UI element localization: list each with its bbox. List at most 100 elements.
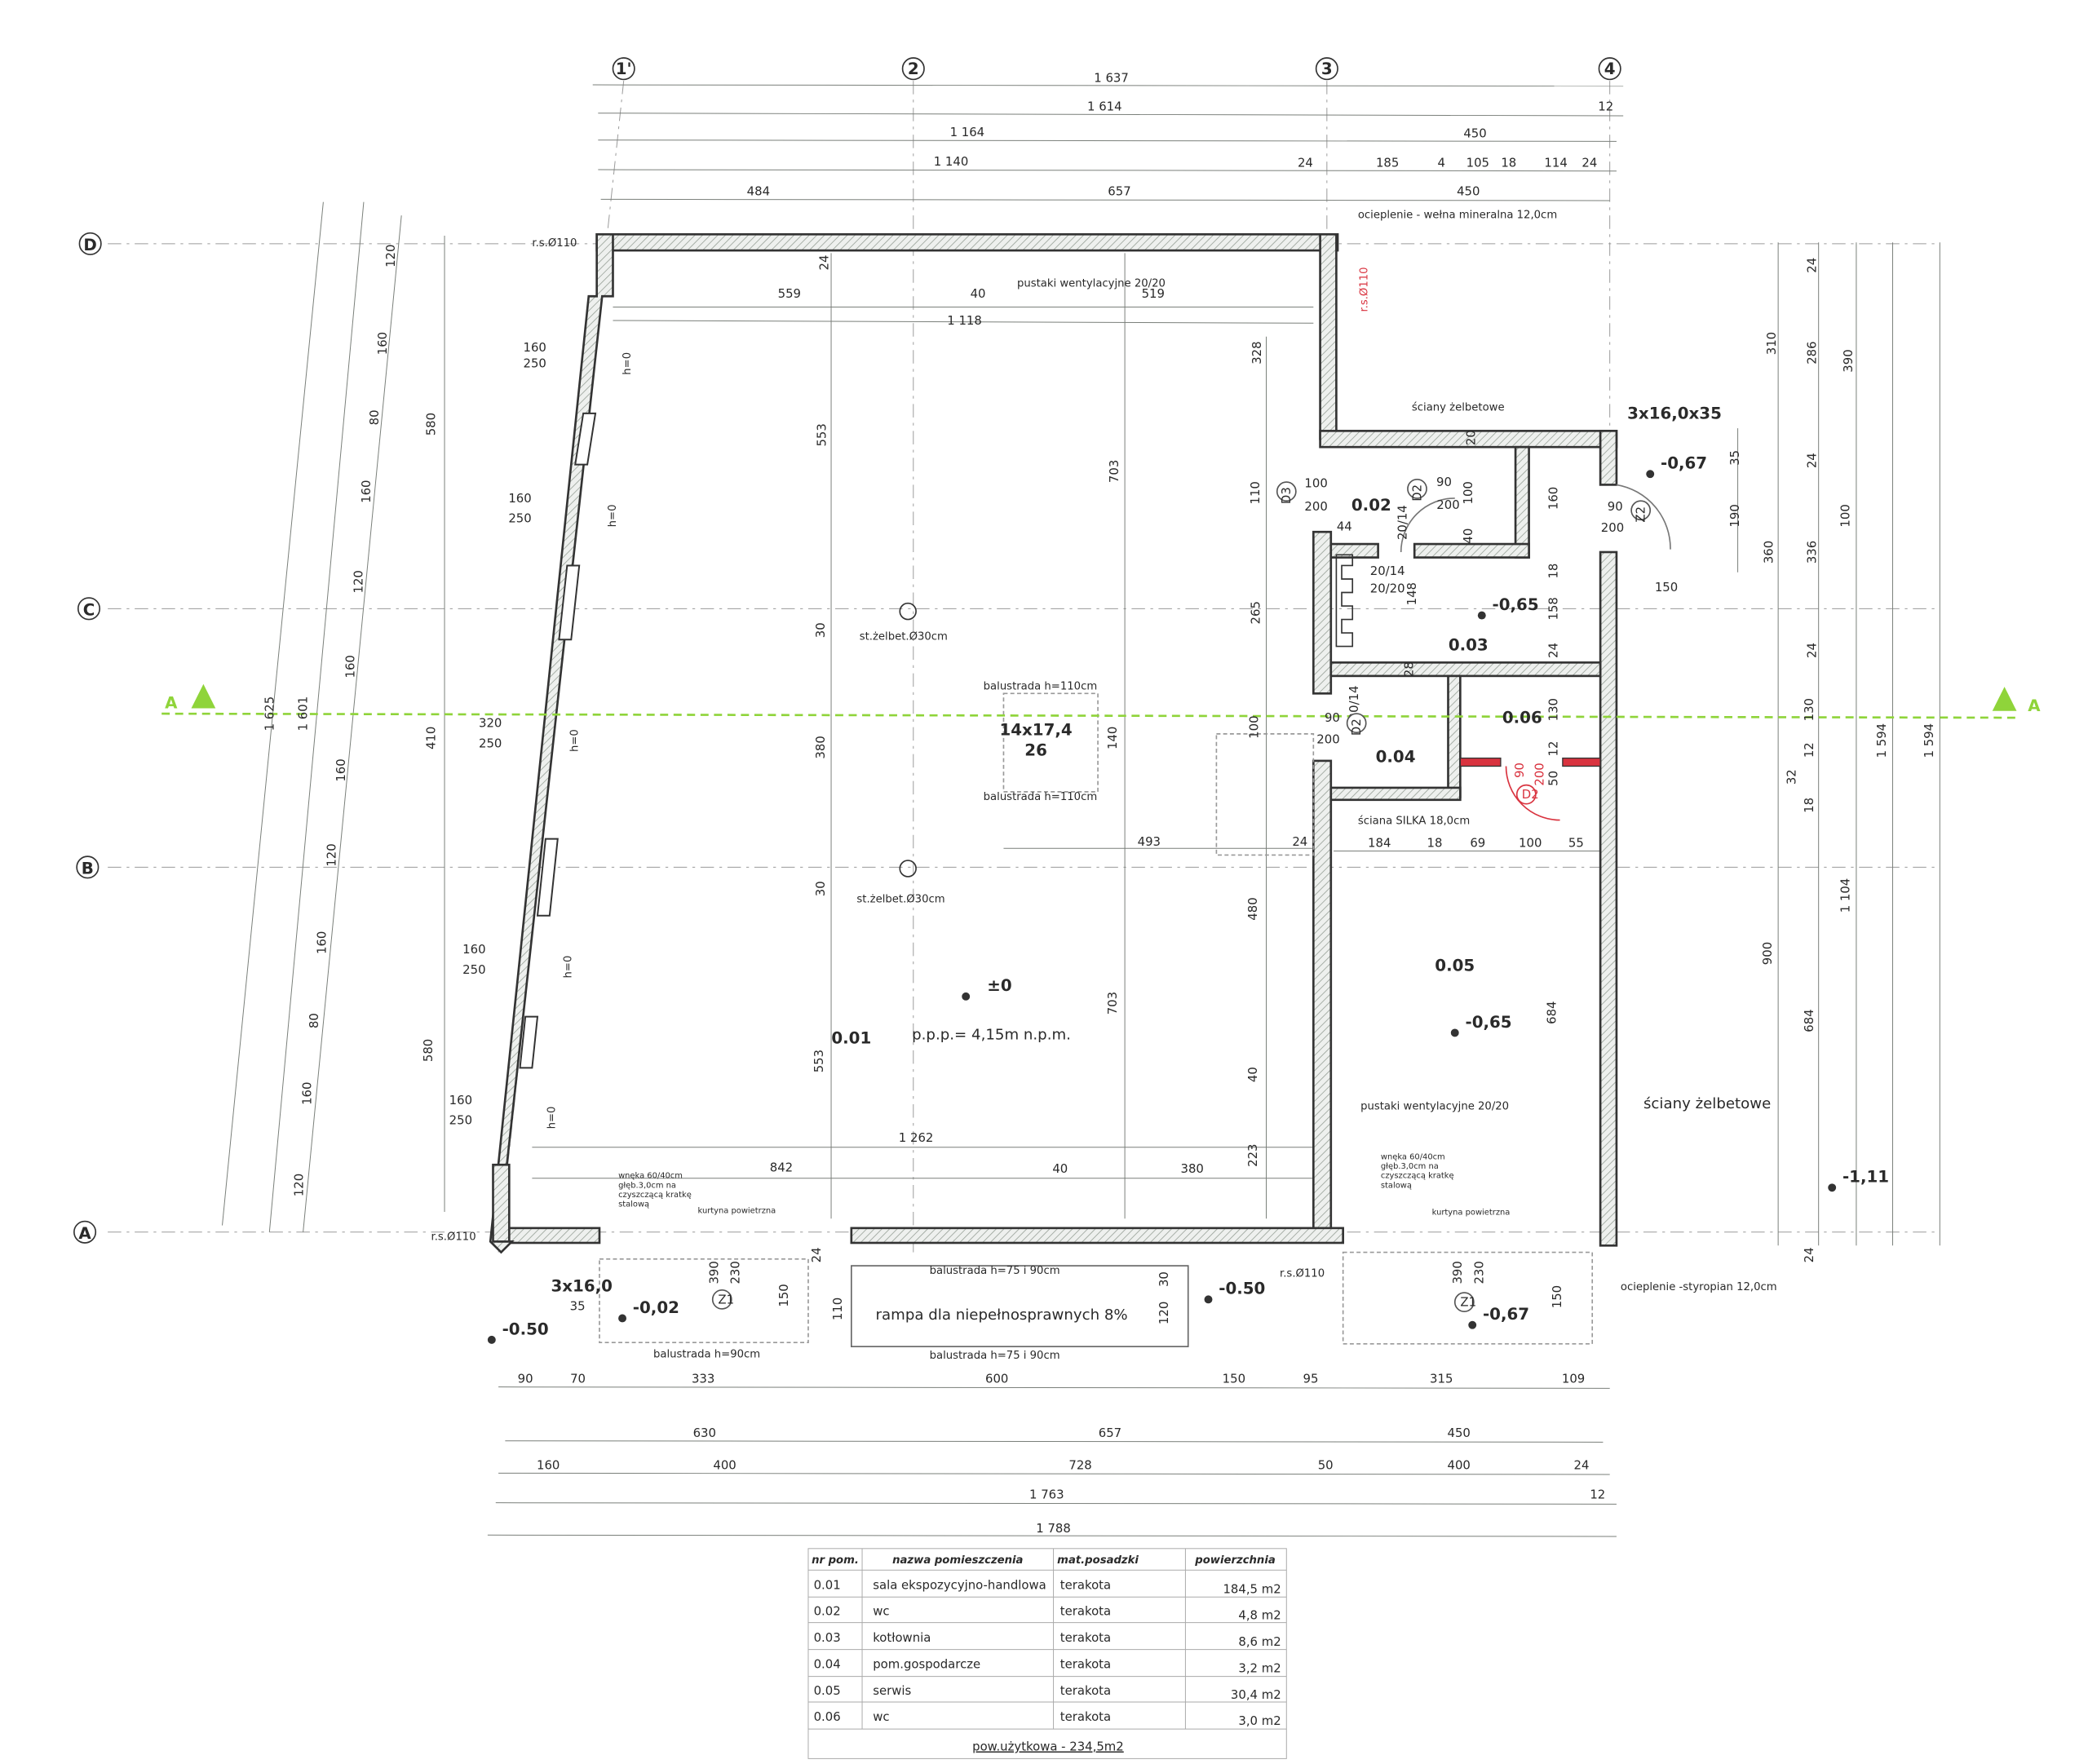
- dimension-label: 24: [1298, 156, 1313, 170]
- dimension-label: 553: [812, 1050, 826, 1072]
- red-walls: [1459, 757, 1601, 767]
- door-tag: Z1: [718, 1292, 734, 1306]
- dimension-label: 900: [1760, 942, 1775, 965]
- note-recess-1: czyszczącą kratkę: [618, 1191, 692, 1200]
- note-vent-2: pustaki wentylacyjne 20/20: [1360, 1101, 1509, 1113]
- door-tag-circle: [1453, 1292, 1475, 1313]
- table-cell: terakota: [1060, 1604, 1111, 1619]
- window-width: 320: [479, 716, 502, 731]
- table-cell: 0.05: [814, 1683, 841, 1698]
- window-sill: h=0: [607, 504, 619, 527]
- axis-label-column: 3: [1321, 60, 1333, 78]
- dimension-label: 20/20: [1370, 581, 1405, 596]
- table-cell: pom.gospodarcze: [873, 1656, 980, 1671]
- dimension-label: 630: [693, 1426, 716, 1440]
- table-cell: serwis: [873, 1683, 911, 1698]
- elevation-mark: -0,67: [1661, 454, 1707, 473]
- table-cell: 0.02: [814, 1604, 841, 1619]
- dimension-label: 200: [1304, 499, 1327, 514]
- elevation-mark: ±0: [987, 976, 1011, 995]
- dimension-label: 842: [770, 1160, 793, 1174]
- elevation-icon: [962, 992, 971, 1001]
- dimension-label: 190: [1727, 504, 1742, 527]
- dimension-label: 703: [1107, 460, 1121, 483]
- stair-count: 26: [1024, 741, 1047, 759]
- door-tag: Z2: [1634, 506, 1648, 523]
- door-tag-circle: [1407, 478, 1427, 499]
- dimension-label: 390: [1841, 349, 1856, 372]
- note-recess-2: głęb.3,0cm na: [1381, 1162, 1439, 1171]
- table-cell: wc: [873, 1709, 889, 1724]
- dimension-label: 1 788: [1036, 1521, 1071, 1536]
- dimension-label: 336: [1804, 541, 1819, 564]
- dimension-label: 450: [1463, 126, 1486, 140]
- dimension-label: 20/14: [1347, 685, 1361, 720]
- door-height-red: 200: [1533, 763, 1547, 785]
- section-arrow-right-icon: [1992, 687, 2017, 711]
- windows: [519, 412, 597, 1069]
- dimension-label: 728: [1068, 1457, 1091, 1472]
- table-cell: wc: [873, 1604, 889, 1619]
- section-arrow-left-icon: [191, 683, 216, 709]
- dimension-label: 360: [1762, 541, 1776, 564]
- door-width-red: 90: [1512, 763, 1527, 778]
- dimension-label: 120: [324, 843, 338, 866]
- dimension-label: 400: [1448, 1457, 1471, 1472]
- note-rc-walls-2: ściany żelbetowe: [1643, 1095, 1771, 1112]
- dimension-label: 18: [1501, 156, 1516, 170]
- door-tag: D2: [1349, 718, 1364, 736]
- table-header: nr pom.: [812, 1554, 859, 1567]
- dimension-label: 105: [1466, 156, 1489, 170]
- window-height: 250: [508, 511, 531, 526]
- dimension-label: 32: [1785, 769, 1799, 785]
- dimension-label: 40: [1245, 1067, 1260, 1082]
- note-vent-1: pustaki wentylacyjne 20/20: [1017, 278, 1166, 290]
- dimension-label: 657: [1108, 183, 1130, 198]
- dimension-label: 90: [1436, 475, 1452, 489]
- dimension-label: 55: [1568, 836, 1584, 851]
- note-rc-walls-1: ściany żelbetowe: [1412, 401, 1505, 414]
- dimension-label: 553: [814, 423, 829, 446]
- window-width: 160: [462, 942, 485, 957]
- dimension-label: 148: [1405, 582, 1419, 605]
- window-height: 250: [524, 356, 546, 371]
- dimension-label: 230: [728, 1261, 743, 1284]
- dimension-label: 114: [1544, 156, 1567, 170]
- dimension-label: 160: [375, 332, 390, 355]
- table-cell: terakota: [1060, 1709, 1111, 1724]
- section-line: [161, 712, 2021, 719]
- note-ramp: rampa dla niepełnosprawnych 8%: [876, 1306, 1128, 1324]
- dimension-label: 24: [1802, 1247, 1816, 1262]
- note-ramp-balustrade-1: balustrada h=75 i 90cm: [930, 1265, 1060, 1277]
- dimension-label: 20: [1464, 430, 1479, 445]
- dimension-label: 150: [1655, 580, 1678, 595]
- dimension-label: 100: [1519, 836, 1542, 851]
- dimension-label: 50: [1546, 771, 1560, 786]
- table-header: nazwa pomieszczenia: [892, 1554, 1023, 1567]
- dimension-label: 30: [813, 622, 828, 638]
- dimension-label: 380: [1180, 1161, 1203, 1176]
- dimension-label: 12: [1546, 741, 1560, 757]
- dimension-label: 150: [1550, 1285, 1564, 1308]
- elevation-mark: -1,11: [1842, 1168, 1889, 1187]
- dimension-label: 35: [1727, 450, 1742, 466]
- elevation-icon: [1204, 1295, 1213, 1304]
- axis-label-column: 1': [616, 60, 632, 78]
- dimension-label: 684: [1802, 1009, 1816, 1032]
- dimension-label: 100: [1247, 715, 1262, 738]
- table-cell: 0.06: [814, 1709, 841, 1724]
- window-sill: h=0: [569, 729, 582, 752]
- note-silka-wall: ściana SILKA 18,0cm: [1358, 815, 1470, 828]
- dimension-label: 1 262: [899, 1130, 934, 1145]
- dimension-label: 158: [1546, 597, 1560, 620]
- dimension-label: 30: [1157, 1271, 1171, 1287]
- dimension-label: 100: [1838, 504, 1853, 527]
- dimension-label: 1 763: [1029, 1488, 1064, 1502]
- axis-label-row: D: [83, 236, 96, 254]
- note-column-2: st.żelbet.Ø30cm: [856, 893, 944, 905]
- dimension-label: 80: [367, 409, 382, 425]
- note-downpipe-3: r.s.Ø110: [1280, 1267, 1325, 1280]
- elevation-icon: [1450, 1028, 1459, 1037]
- table-cell: 184,5 m2: [1223, 1581, 1281, 1596]
- dimension-label: 28: [1402, 661, 1417, 677]
